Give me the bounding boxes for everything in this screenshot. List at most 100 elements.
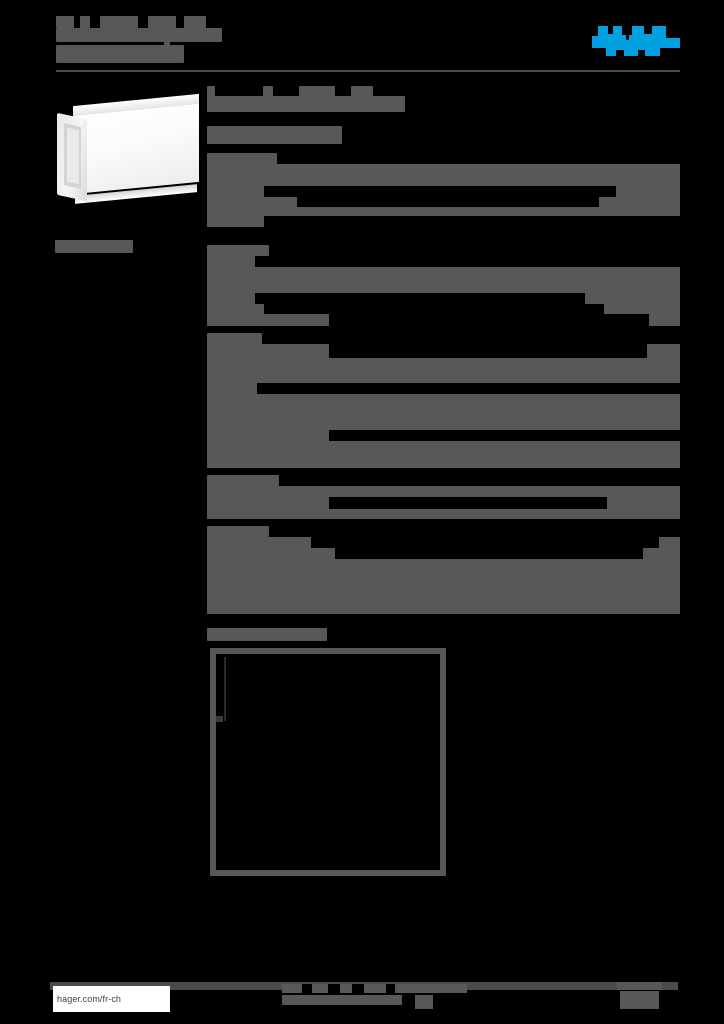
spec-group-gap xyxy=(207,326,680,333)
spec-group xyxy=(207,526,680,614)
spec-row xyxy=(207,537,680,548)
page-footer: hager.com/fr-ch xyxy=(50,982,678,1016)
spec-group xyxy=(207,475,680,526)
spec-group-label-text xyxy=(207,526,269,537)
spec-group-label-text xyxy=(207,245,269,256)
spec-row xyxy=(207,430,680,441)
title-fragment xyxy=(80,16,90,28)
spec-row-gap xyxy=(329,497,607,509)
spec-group xyxy=(207,153,680,245)
title-fragment xyxy=(184,16,206,28)
subheading-fragment xyxy=(207,126,342,144)
section-heading xyxy=(207,86,421,116)
heading-fragment xyxy=(263,86,273,96)
footer-cut xyxy=(386,984,395,993)
spec-row-gap xyxy=(257,383,680,394)
spec-group xyxy=(207,245,680,333)
spec-group-label xyxy=(207,245,680,256)
page-title xyxy=(56,14,286,64)
drawing-caption-text xyxy=(207,628,327,641)
logo-notch xyxy=(616,50,624,56)
footer-fragment xyxy=(282,984,467,993)
spec-row xyxy=(207,197,680,207)
spec-row-gap xyxy=(255,293,585,304)
footer-center-text xyxy=(282,984,467,1009)
spec-row-gap xyxy=(297,197,599,207)
spec-row xyxy=(207,207,680,216)
spec-row xyxy=(207,509,680,519)
spec-group-label xyxy=(207,153,680,164)
footer-fragment xyxy=(282,995,402,1005)
heading-fragment xyxy=(299,86,335,96)
spec-row xyxy=(207,216,680,227)
logo-notch xyxy=(592,48,606,56)
heading-fragment xyxy=(351,86,373,96)
spec-row xyxy=(207,267,680,293)
spec-row xyxy=(207,293,680,304)
title-fragment xyxy=(164,39,170,47)
technical-drawing-box xyxy=(210,648,446,876)
spec-row xyxy=(207,186,680,197)
logo-notch xyxy=(660,48,680,56)
drawing-dimension-marker xyxy=(216,716,223,722)
footer-fragment xyxy=(415,995,433,1009)
logo-notch xyxy=(666,26,680,38)
spec-row xyxy=(207,358,680,383)
heading-fragment xyxy=(207,86,215,96)
footer-cut xyxy=(617,991,620,1009)
spec-row-gap xyxy=(311,537,659,548)
spec-row-gap xyxy=(335,548,643,559)
footer-url-text: hager.com/fr-ch xyxy=(57,994,122,1004)
spec-row-gap xyxy=(329,344,647,358)
main-content xyxy=(207,86,680,614)
hager-logo xyxy=(592,26,680,60)
subtitle-fragment xyxy=(56,45,184,63)
footer-cut xyxy=(328,984,340,993)
spec-row-gap xyxy=(329,430,680,441)
page-header xyxy=(56,14,680,70)
spec-row xyxy=(207,164,680,186)
logo-notch xyxy=(592,26,598,36)
spec-row xyxy=(207,548,680,559)
title-fragment xyxy=(100,16,138,28)
logo-notch xyxy=(608,26,613,34)
spec-group-label xyxy=(207,526,680,537)
spec-row xyxy=(207,304,680,314)
spec-row xyxy=(207,559,680,614)
footer-cut xyxy=(302,984,312,993)
spec-row-gap xyxy=(264,304,604,314)
specification-table xyxy=(207,153,680,614)
spec-row-gap xyxy=(329,314,649,326)
product-caption xyxy=(55,240,133,253)
logo-notch xyxy=(622,26,632,35)
footer-right-text xyxy=(617,982,679,1010)
spec-row-gap xyxy=(207,227,680,238)
spec-row xyxy=(207,314,680,326)
footer-fragment xyxy=(619,991,659,1009)
footer-cut xyxy=(352,984,364,993)
spec-row xyxy=(207,441,680,468)
title-fragment xyxy=(56,16,74,28)
title-fragment xyxy=(148,16,176,28)
spec-row xyxy=(207,227,680,238)
spec-group-gap xyxy=(207,519,680,526)
spec-row xyxy=(207,383,680,394)
spec-group-label xyxy=(207,475,680,486)
spec-row xyxy=(207,486,680,497)
section-subheading xyxy=(207,126,342,144)
logo-notch xyxy=(626,34,629,40)
spec-row-gap xyxy=(255,256,680,267)
spec-row xyxy=(207,497,680,509)
spec-row-gap xyxy=(264,186,616,197)
logo-notch xyxy=(638,50,645,56)
title-fragment xyxy=(56,28,222,42)
spec-row xyxy=(207,344,680,358)
spec-group-label xyxy=(207,333,680,344)
spec-group-label-text xyxy=(207,475,279,486)
footer-url-link[interactable]: hager.com/fr-ch xyxy=(53,986,170,1012)
spec-row xyxy=(207,256,680,267)
drawing-dimension-line xyxy=(224,657,226,721)
spec-row xyxy=(207,394,680,430)
spec-group-gap xyxy=(207,238,680,245)
